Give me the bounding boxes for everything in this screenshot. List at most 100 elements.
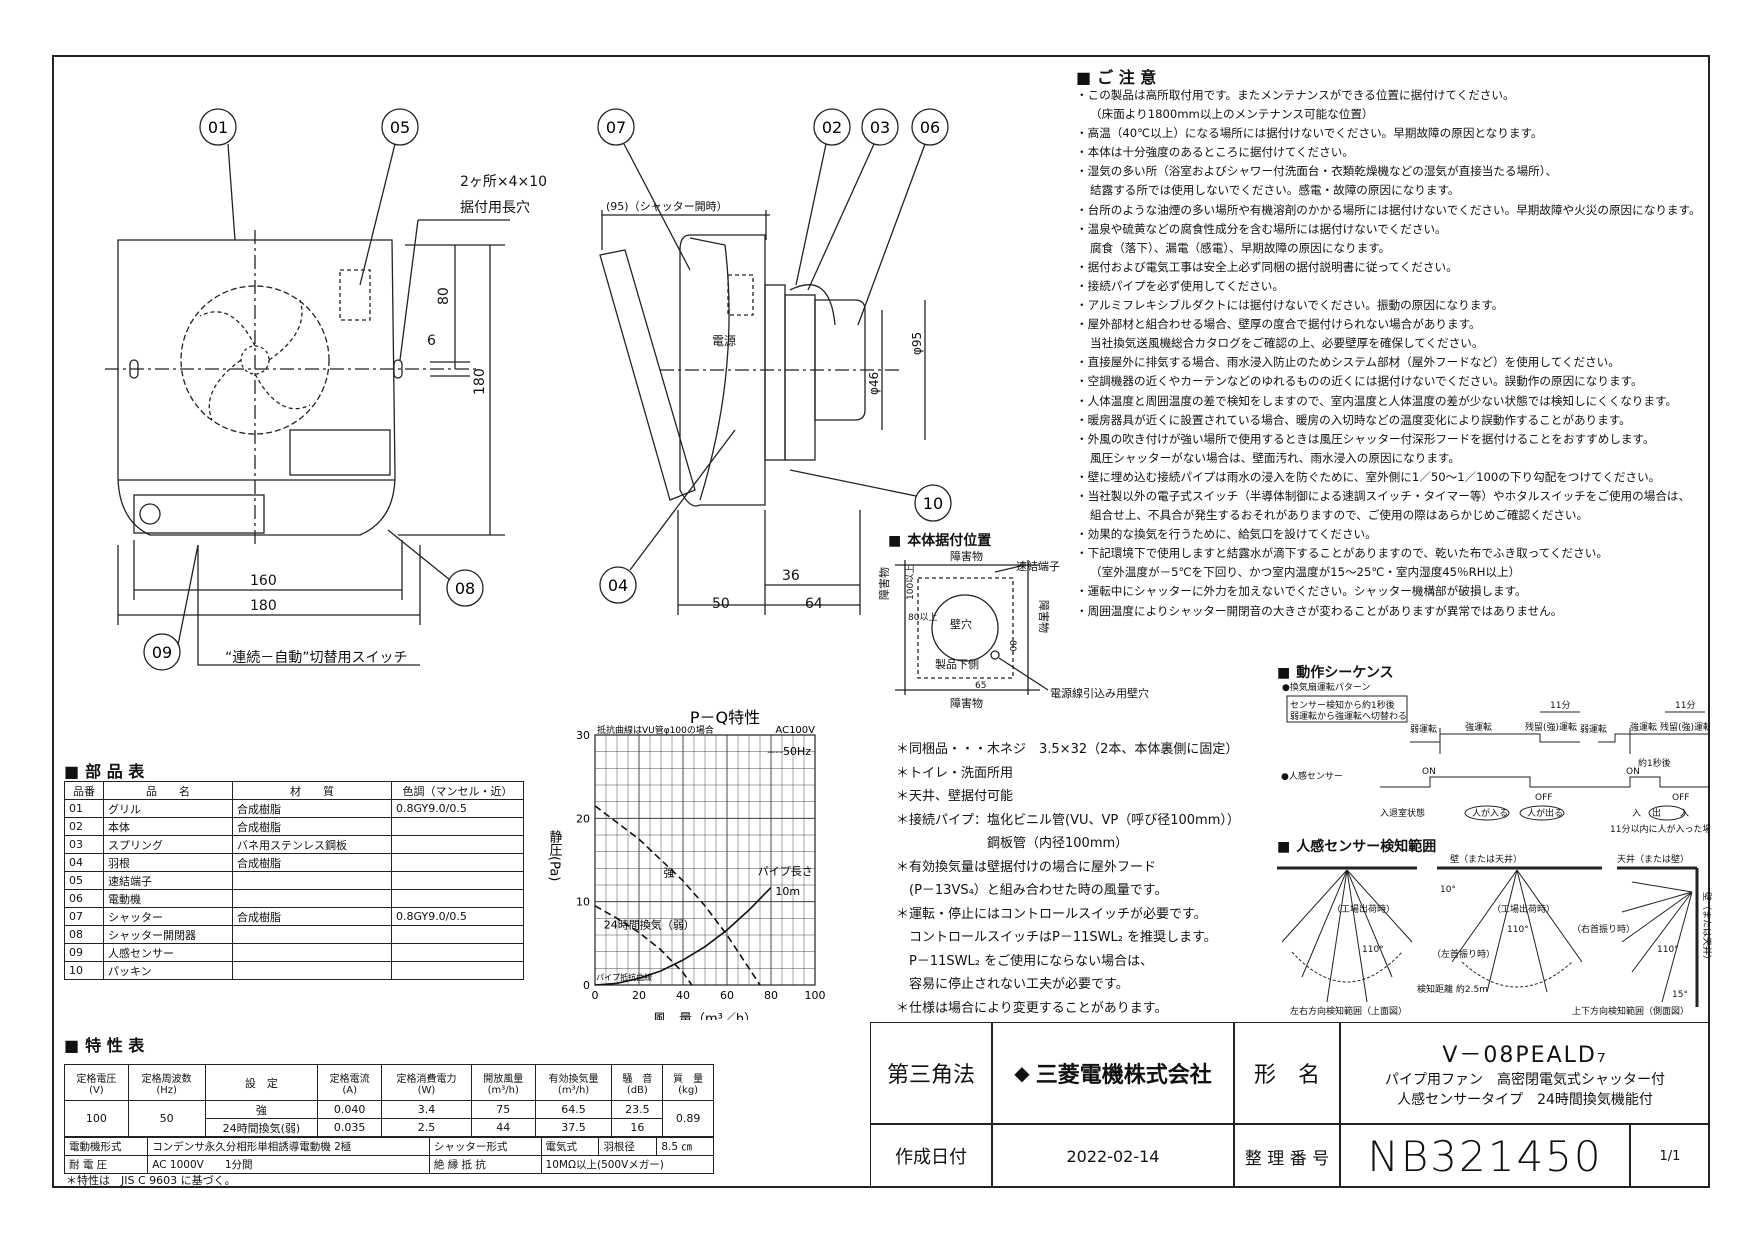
spec-cell: 0.040: [317, 1100, 383, 1119]
spec-cell: 2.5: [381, 1118, 472, 1137]
note-line: ・人体温度と周囲温度の差で検知をしますので、室内温度と人体温度の差が少ない状態で…: [1076, 393, 1678, 408]
spec-cell: 16: [611, 1118, 664, 1137]
parts-cell: 羽根: [103, 853, 233, 872]
dim-64: 64: [805, 596, 823, 612]
parts-cell: グリル: [103, 799, 233, 818]
mount-wall-hole: 壁穴: [950, 617, 972, 631]
dim-36: 36: [782, 568, 800, 584]
pq-series-line: [594, 805, 761, 986]
parts-cell: バネ用ステンレス鋼板: [232, 835, 392, 854]
note-line: ・温泉や硫黄などの腐食性成分を含む場所には据付けないでください。: [1076, 221, 1447, 236]
parts-cell: 0.8GY9.0/0.5: [391, 907, 524, 926]
insulation-label: 絶 縁 抵 抗: [428, 1155, 542, 1174]
pq-pipe-label: パイプ長さ: [758, 865, 813, 878]
spec-h-power: 定格消費電力 (W): [381, 1064, 472, 1101]
dim-180-v: 180: [472, 368, 488, 395]
callout-05: 05: [390, 118, 410, 137]
seq-residual-1: 残留(強)運転: [1525, 721, 1577, 733]
sensor-left-swing: （左首振り時）: [1432, 948, 1495, 960]
spec-table: 定格電圧 (V) 定格周波数 (Hz) 設 定 定格電流 (A) 定格消費電力 …: [64, 1064, 714, 1137]
spec-cell: 3.4: [381, 1100, 472, 1119]
note-line: ・直接屋外に排気する場合、雨水浸入防止のためシステム部材（屋外フードなど）を使用…: [1076, 355, 1620, 370]
callout-06: 06: [920, 118, 940, 137]
sequence-diagram: ●換気扇運転パターン センサー検知から約1秒後 弱運転から強運転へ切替わる 弱運…: [1281, 682, 1710, 835]
seq-off-2: OFF: [1672, 793, 1689, 803]
pq-ylabel: 静圧(Pa): [547, 830, 563, 881]
spec-h-voltage: 定格電圧 (V): [64, 1064, 129, 1101]
accessory-line: ＊天井、壁据付可能: [896, 789, 1014, 804]
sensor-wall-side: 壁（または天井）: [1701, 892, 1712, 964]
dim-160: 160: [250, 573, 277, 589]
mount-power-hole: 電源線引込み用壁穴: [1050, 686, 1149, 700]
pq-xtick: 100: [805, 989, 826, 1002]
spec-mass: 0.89: [662, 1100, 714, 1137]
seq-11min-1: 11分: [1550, 700, 1570, 711]
accessory-line: P－11SWL₂ をご使用にならない場合は、: [896, 953, 1154, 969]
parts-header: 材 質: [232, 781, 392, 800]
mount-obstacle-bottom: 障害物: [950, 696, 983, 710]
parts-cell: 合成樹脂: [232, 799, 392, 818]
parts-cell: 0.8GY9.0/0.5: [391, 799, 524, 818]
sensor-wall-ceiling: 壁（または天井）: [1450, 853, 1522, 865]
callout-08: 08: [455, 579, 475, 598]
parts-cell: [391, 817, 524, 836]
seq-out: 出: [1652, 807, 1661, 819]
parts-cell: [232, 871, 392, 890]
spec-footnote: ＊特性は JIS C 9603 に基づく。: [66, 1174, 236, 1187]
pq-ytick: 0: [583, 979, 590, 992]
mount-obstacle-left: 障害物: [877, 567, 891, 600]
pq-xtick: 0: [592, 989, 599, 1002]
seq-in-2: 入: [1680, 808, 1689, 819]
pq-series-line: [594, 886, 772, 986]
callout-03: 03: [870, 118, 890, 137]
parts-cell: [391, 889, 524, 908]
pq-series-line: [594, 905, 693, 986]
dim-6: 6: [427, 333, 436, 349]
note-line: 風圧シャッターがない場合は、壁面汚れ、雨水浸入の原因になります。: [1090, 450, 1460, 465]
callout-01: 01: [208, 118, 228, 137]
seq-sensor: ●人感センサー: [1281, 770, 1343, 782]
note-line: ・屋外部材と組合わせる場合、壁厚の度合で据付けられない場合があります。: [1076, 317, 1481, 332]
sensor-angle-10: 10°: [1440, 885, 1456, 895]
spec-h-mass: 質 量 (kg): [662, 1064, 714, 1101]
accessory-line: ＊運転・停止にはコントロールスイッチが必要です。: [896, 906, 1207, 922]
model-desc-2: 人感センサータイプ 24時間換気機能付: [1397, 1092, 1653, 1108]
parts-cell: 08: [64, 925, 104, 944]
mount-product-bottom: 製品下側: [935, 657, 979, 671]
mount-obstacle-top: 障害物: [950, 549, 983, 563]
spec-cell: 23.5: [611, 1100, 664, 1119]
mount-title: 本体据付位置: [888, 530, 991, 550]
pq-series-label: 24時間換気（弱）: [604, 917, 695, 931]
spec-title: 特 性 表: [64, 1032, 144, 1056]
sensor-range-diagram: 壁（または天井） 天井（または壁） 壁（または天井） （工場出荷時） （工場出荷…: [1277, 853, 1712, 1017]
power-label: 電源: [712, 334, 736, 348]
parts-cell: 04: [64, 853, 104, 872]
blade: 8.5 ㎝: [656, 1137, 714, 1156]
parts-cell: シャッター: [103, 907, 233, 926]
motor-type: コンデンサ永久分相形単相誘導電動機 2極: [147, 1137, 430, 1156]
parts-cell: [391, 943, 524, 962]
note-line: （床面より1800mm以上のメンテナンス可能な位置）: [1090, 107, 1374, 122]
company-block: ◆ 三菱電機株式会社: [992, 1022, 1234, 1124]
seq-note2: 弱運転から強運転へ切替わる: [1290, 710, 1407, 722]
seq-11min-2: 11分: [1675, 700, 1695, 711]
pq-note-right: AC100V: [775, 725, 815, 736]
parts-header-row: 品番 品 名 材 質 色調（マンセル・近）: [64, 781, 524, 800]
shutter-type-label: シャッター形式: [428, 1137, 542, 1156]
note-line: ・アルミフレキシブルダクトには据付けないでください。振動の原因になります。: [1076, 298, 1504, 313]
note-line: ・周囲温度によりシャッター開閉音の大きさが変わることがありますが異常ではありませ…: [1076, 603, 1563, 618]
projection-method: 第三角法: [870, 1022, 992, 1124]
parts-cell: [391, 853, 524, 872]
dim-phi46: φ46: [867, 372, 881, 395]
parts-header: 品 名: [103, 781, 233, 800]
mitsubishi-logo-icon: ◆: [1014, 1061, 1030, 1085]
motor-type-label: 電動機形式: [63, 1137, 149, 1156]
seq-title: 動作シーケンス: [1277, 662, 1393, 682]
parts-cell: 合成樹脂: [232, 853, 392, 872]
parts-cell: パッキン: [103, 961, 233, 980]
pq-xtick: 60: [720, 989, 734, 1002]
